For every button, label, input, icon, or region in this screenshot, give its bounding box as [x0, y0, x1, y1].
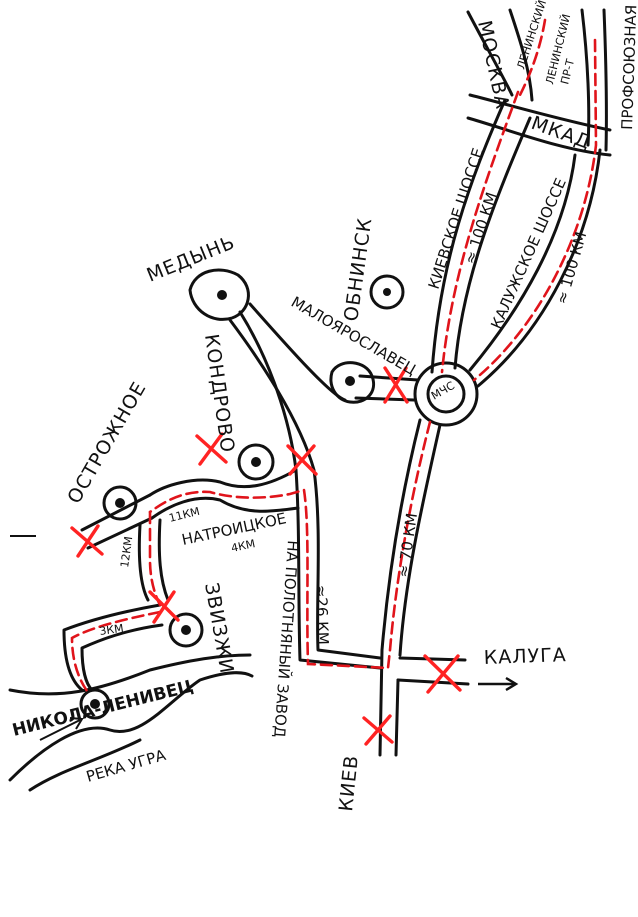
label-obninsk: ОБНИНСК: [340, 216, 376, 323]
kiev-road-right: [394, 678, 400, 757]
route-leninsky: [518, 18, 547, 97]
river-ugra-bottom: [8, 671, 254, 782]
label-dist-11: 11КМ: [168, 505, 202, 525]
route-kaluzhskoe: [472, 38, 598, 382]
nikola-road-bottom: [80, 623, 164, 692]
maloyaroslavets-dot: [345, 376, 355, 386]
profsoyuznaya-road-right: [602, 8, 608, 152]
label-dist-26: ≈26 КМ: [312, 585, 332, 646]
medyn-road-outer: [228, 318, 382, 660]
label-leninsky-pr2: ПР-Т: [558, 57, 577, 85]
profsoyuznaya-road-left: [580, 8, 591, 147]
ostrozhnoe-dot: [115, 498, 125, 508]
river-ugra-low: [28, 738, 142, 792]
label-ostrozhnoe: ОСТРОЖНОЕ: [63, 378, 151, 508]
cross-kaluga-icon: [423, 654, 462, 694]
mkad-road-top: [468, 93, 612, 132]
kievskoe-road-outer: [430, 98, 507, 374]
cross-maloyaroslavets-icon: [383, 366, 409, 404]
south-road-left: [378, 418, 422, 757]
medyn-blob: [188, 268, 250, 321]
cross-kiev-icon: [362, 714, 394, 746]
label-zvizzhi: ЗВИЗЖИ: [200, 581, 238, 676]
west-road-bottom: [150, 496, 300, 520]
kondrovo-dot: [251, 457, 261, 467]
label-kaluzhskoe-dist: ≈ 100 КМ: [553, 230, 591, 306]
kaluzhskoe-road-outer: [476, 148, 602, 388]
roads: [8, 8, 612, 792]
label-dist-3: 3КМ: [99, 622, 125, 638]
cross-kondrovo-east-icon: [286, 444, 318, 476]
route-south: [148, 420, 432, 670]
mchs-roundabout-outer: [413, 361, 479, 427]
cross-kondrovo-north-icon: [195, 432, 228, 466]
nikola-blob: [79, 688, 111, 720]
river-ugra-top: [8, 653, 252, 696]
label-kaluga: КАЛУГА: [483, 644, 567, 669]
zvizzhi-ring: [168, 612, 204, 648]
mchs-roundabout-inner: [426, 374, 466, 414]
route-kievskoe: [440, 90, 520, 374]
label-dist-12: 12КМ: [118, 536, 135, 569]
ostrozhnoe-ring: [102, 485, 138, 521]
leninsky-road-left: [466, 10, 514, 97]
obninsk-dot: [383, 288, 391, 296]
kaluga-road-bottom: [396, 678, 470, 686]
cross-zvizzhi-icon: [148, 590, 180, 624]
maloyaroslavets-blob: [329, 361, 375, 404]
leninsky-road-right: [508, 8, 534, 102]
label-kondrovo: КОНДРОВО: [200, 333, 238, 455]
nikola-dot: [90, 699, 100, 709]
south-road-right: [398, 423, 442, 657]
ostrozhnoe-road-top: [80, 493, 152, 532]
zvizzhi-dot: [181, 625, 191, 635]
medyn-dot: [217, 290, 227, 300]
maloyaroslavets-road-top: [358, 374, 420, 382]
route: [70, 18, 598, 697]
kondrovo-ring: [237, 443, 275, 481]
route-to-nikola: [70, 610, 162, 697]
label-medyn: МЕДЫНЬ: [144, 231, 239, 286]
west-road-top: [148, 468, 298, 497]
ostrozhnoe-road-bottom: [86, 516, 154, 550]
mkad-road-bottom: [466, 116, 612, 157]
kievskoe-road-inner: [453, 116, 532, 370]
closed-road-marks: [70, 366, 462, 746]
zvizzhi-road-right: [157, 518, 170, 602]
label-natroitskoe-dist: 4КМ: [230, 537, 256, 555]
nikola-road-top: [62, 603, 162, 692]
label-kiev: КИЕВ: [335, 754, 363, 813]
town-markers: [90, 274, 405, 709]
obninsk-ring: [369, 274, 405, 310]
cross-ostrozhnoe-icon: [70, 524, 104, 558]
zvizzhi-road-left: [137, 523, 150, 602]
kaluzhskoe-road-inner: [468, 153, 577, 372]
labels: МОСКВА ЛЕНИНСКИЙ ЛЕНИНСКИЙ ПР-Т ПРОФСОЮЗ…: [10, 0, 638, 813]
river-arrow-icon: [39, 717, 84, 741]
arrow-right-icon: [478, 676, 519, 692]
label-profsoyuznaya: ПРОФСОЮЗНАЯ: [618, 4, 638, 130]
label-reka: РЕКА УГРА: [84, 746, 168, 786]
